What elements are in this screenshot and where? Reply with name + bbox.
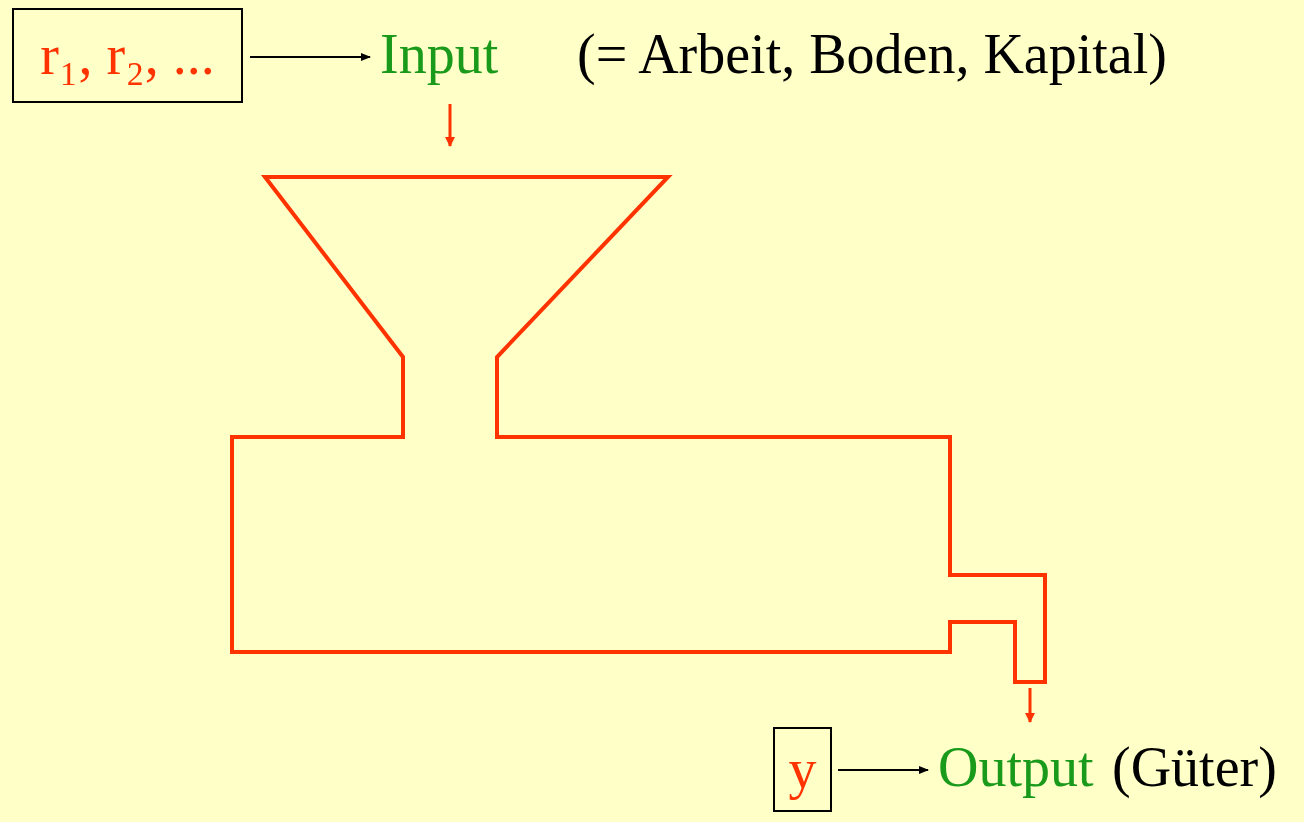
goods-note: (Güter) [1112, 737, 1277, 799]
funnel-machine [232, 177, 1045, 682]
input-arrow [250, 56, 370, 58]
feed-arrow [449, 104, 452, 146]
output-arrow [838, 769, 928, 771]
box-text: r₁, r₂, ... [40, 25, 214, 87]
input-box: r₁, r₂, ... [12, 8, 243, 103]
outlet-arrow [1029, 688, 1032, 722]
factor-list: (= Arbeit, Boden, Kapital) [577, 24, 1167, 86]
output-box: y [773, 727, 832, 812]
output-label: Output [938, 737, 1094, 799]
input-label: Input [380, 24, 498, 86]
box-text: y [789, 739, 817, 801]
